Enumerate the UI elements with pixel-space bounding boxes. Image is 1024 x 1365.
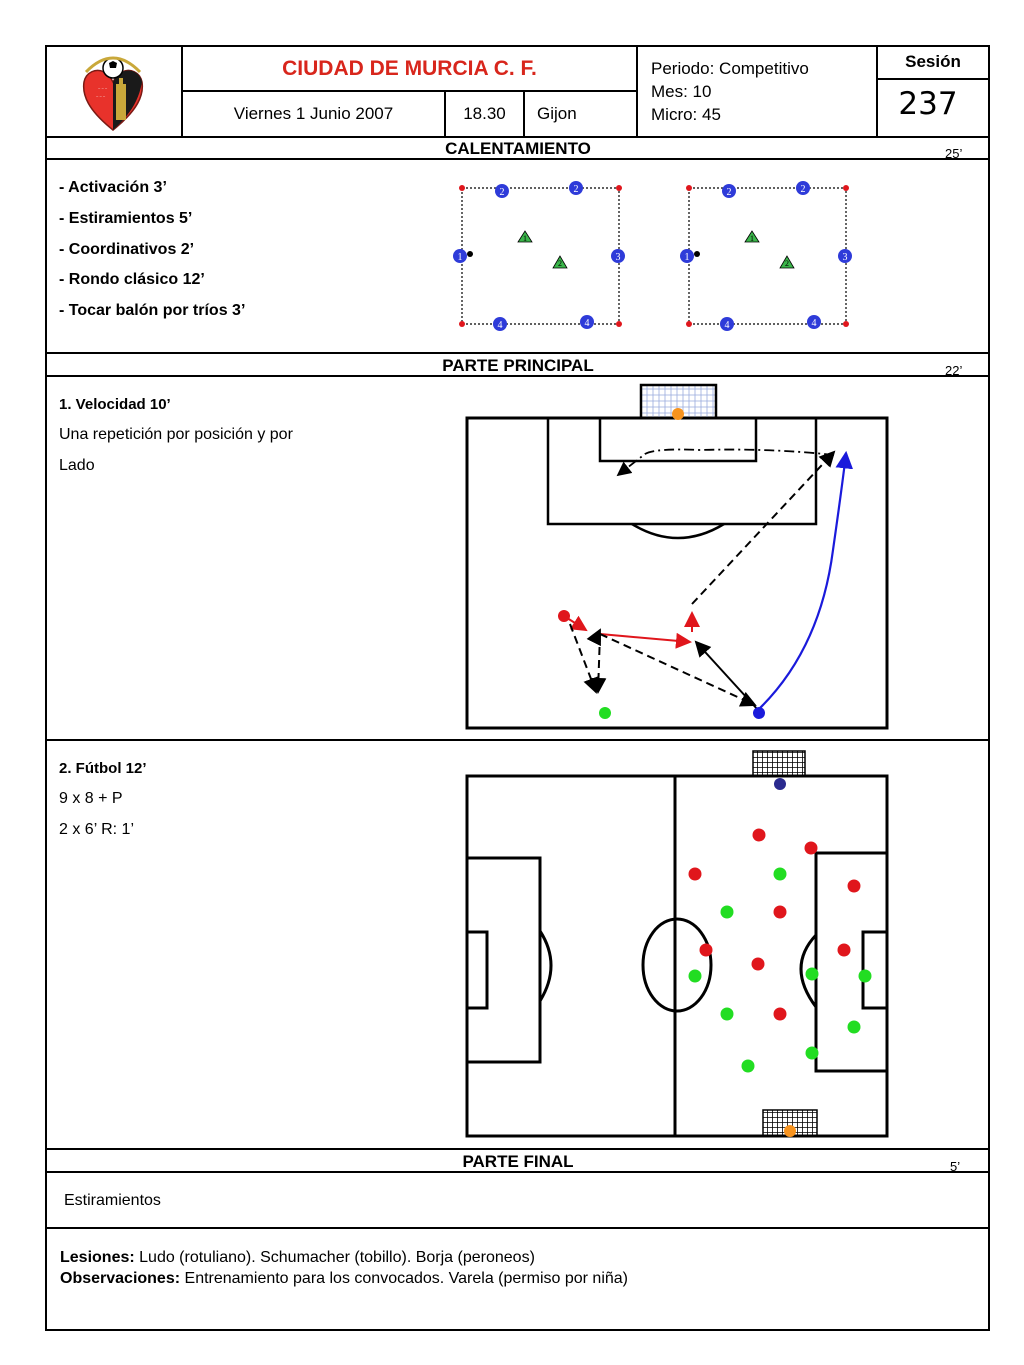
- lesiones-text: Ludo (rotuliano). Schumacher (tobillo). …: [139, 1249, 535, 1266]
- velocidad-diagram: [465, 383, 889, 730]
- svg-text:~ ~ ~: ~ ~ ~: [98, 86, 108, 91]
- club-crest-icon: ~ ~ ~ ~ ~ ~: [82, 56, 144, 131]
- section-divider: [45, 1171, 990, 1173]
- rondo-label: 4: [585, 318, 590, 329]
- section-title-principal: PARTE PRINCIPAL: [442, 356, 594, 375]
- session-label: Sesión: [905, 52, 961, 71]
- header-divider: [444, 90, 446, 137]
- section-divider: [45, 739, 990, 741]
- exercise-2-title: 2. Fútbol 12’: [59, 760, 147, 777]
- section-divider: [45, 158, 990, 160]
- lesiones-line: Lesiones: Ludo (rotuliano). Schumacher (…: [60, 1249, 535, 1267]
- observaciones-line: Observaciones: Entrenamiento para los co…: [60, 1270, 628, 1288]
- rondo-label: 3: [616, 252, 621, 263]
- exercise-1-title: 1. Velocidad 10’: [59, 396, 171, 413]
- section-divider: [45, 352, 990, 354]
- exercise-2-text: 2 x 6’ R: 1’: [59, 821, 134, 838]
- rondo-label: 2: [801, 184, 806, 195]
- rondo-label: 2: [558, 259, 562, 268]
- header-divider: [876, 78, 990, 80]
- header-divider: [523, 90, 525, 137]
- mes: Mes: 10: [651, 82, 712, 101]
- rondo-label: 4: [725, 320, 730, 331]
- section-divider: [45, 136, 990, 138]
- rondo-label: 2: [785, 259, 789, 268]
- observaciones-label: Observaciones:: [60, 1270, 181, 1287]
- session-sheet: [45, 45, 990, 1331]
- section-divider: [45, 1148, 990, 1150]
- rondo-diagram: 2 2 1 3 4 4 1 2: [453, 181, 625, 331]
- svg-text:~ ~ ~: ~ ~ ~: [96, 94, 106, 99]
- section-title-calentamiento: CALENTAMIENTO: [445, 139, 591, 158]
- session-place: Gijon: [537, 104, 577, 123]
- rondo-diagram: 2 2 1 3 4 4 1 2: [680, 181, 852, 331]
- rondo-label: 4: [812, 318, 817, 329]
- observaciones-text: Entrenamiento para los convocados. Varel…: [184, 1270, 629, 1287]
- section-title-final: PARTE FINAL: [462, 1152, 574, 1171]
- rondo-label: 3: [843, 252, 848, 263]
- warmup-item: - Rondo clásico 12’: [59, 271, 205, 288]
- rondo-label: 4: [498, 320, 503, 331]
- exercise-2-text: 9 x 8 + P: [59, 790, 123, 807]
- section-minutes: 22’: [945, 363, 963, 378]
- header-divider: [876, 45, 878, 137]
- section-divider: [45, 375, 990, 377]
- rondo-label: 1: [458, 252, 463, 263]
- rondo-label: 1: [685, 252, 690, 263]
- micro: Micro: 45: [651, 105, 721, 124]
- section-divider: [45, 1227, 990, 1229]
- exercise-1-text: Lado: [59, 457, 95, 474]
- section-minutes: 5’: [950, 1159, 961, 1174]
- futbol-diagram: [465, 750, 889, 1138]
- exercise-1-text: Una repetición por posición y por: [59, 426, 293, 443]
- header-divider: [636, 45, 638, 137]
- warmup-item: - Estiramientos 5’: [59, 210, 193, 227]
- club-name: CIUDAD DE MURCIA C. F.: [282, 57, 537, 80]
- periodo: Periodo: Competitivo: [651, 59, 809, 78]
- rondo-label: 2: [727, 187, 732, 198]
- header-divider: [181, 90, 636, 92]
- warmup-item: - Activación 3’: [59, 179, 167, 196]
- lesiones-label: Lesiones:: [60, 1249, 135, 1266]
- warmup-item: - Coordinativos 2’: [59, 241, 195, 258]
- rondo-label: 2: [574, 184, 579, 195]
- session-date: Viernes 1 Junio 2007: [233, 104, 394, 123]
- rondo-label: 1: [523, 234, 527, 243]
- section-minutes: 25’: [945, 146, 963, 161]
- session-number: 237: [898, 86, 958, 122]
- rondo-label: 2: [500, 187, 505, 198]
- final-text: Estiramientos: [64, 1192, 161, 1209]
- rondo-label: 1: [750, 234, 754, 243]
- warmup-item: - Tocar balón por tríos 3’: [59, 302, 246, 319]
- session-time: 18.30: [463, 104, 506, 123]
